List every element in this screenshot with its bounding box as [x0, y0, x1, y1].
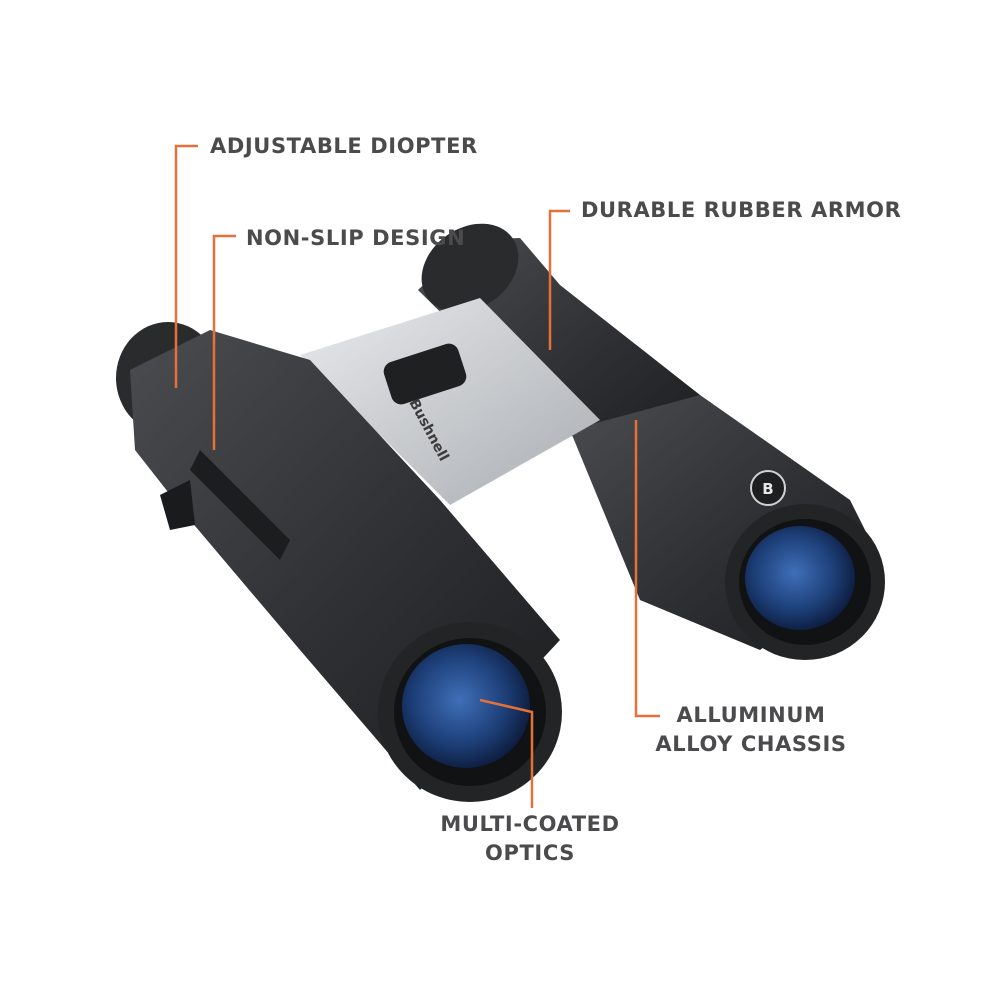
chassis-leader-line: [634, 420, 660, 718]
focus-wheel: [383, 343, 467, 405]
optics-label-line-2: OPTICS: [485, 841, 575, 865]
optics-label-line-1: MULTI-COATED: [440, 812, 620, 836]
right-objective-lens: [745, 526, 855, 630]
chassis-bridge: Bushnell: [300, 298, 600, 505]
non-slip-leader-line: [212, 234, 236, 450]
alluminum-alloy-chassis-label: ALLUMINUM ALLOY CHASSIS: [640, 701, 862, 759]
chassis-label-line-2: ALLOY CHASSIS: [655, 732, 847, 756]
brand-badge: [750, 470, 786, 506]
non-slip-design-label: NON-SLIP DESIGN: [246, 226, 466, 250]
left-objective-lens: [402, 644, 530, 768]
adjustable-diopter-label: ADJUSTABLE DIOPTER: [210, 134, 478, 158]
multi-coated-optics-label: MULTI-COATED OPTICS: [430, 810, 630, 868]
durable-rubber-armor-label: DURABLE RUBBER ARMOR: [581, 198, 902, 222]
brand-badge-letter: B: [762, 480, 773, 498]
rubber-armor-leader-line: [548, 209, 570, 350]
chassis-label-line-1: ALLUMINUM: [676, 703, 826, 727]
strap-lug: [160, 480, 195, 530]
leader-lines: [174, 144, 660, 808]
diopter-leader-line: [174, 144, 198, 388]
optics-leader-line: [479, 698, 534, 808]
left-barrel: [116, 322, 562, 802]
right-barrel: B: [418, 223, 885, 660]
